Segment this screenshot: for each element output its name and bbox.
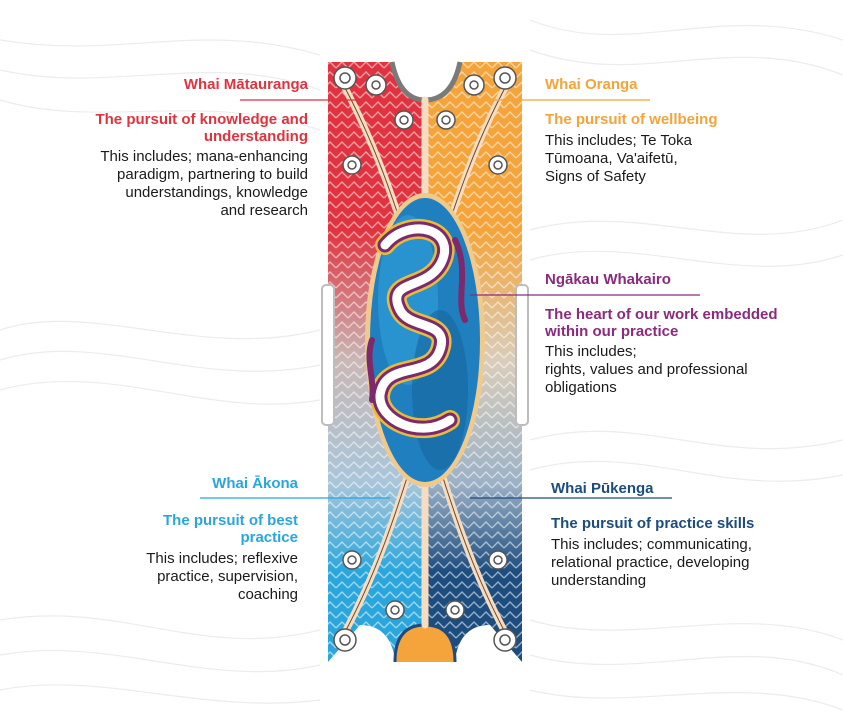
section-title: Whai Mātauranga [30, 76, 308, 93]
section-whai-matauranga: Whai Mātauranga The pursuit of knowledge… [30, 76, 308, 220]
section-ngakau-whakairo: Ngākau Whakairo The heart of our work em… [545, 271, 835, 397]
section-whai-pukenga: Whai Pūkenga The pursuit of practice ski… [551, 480, 836, 590]
section-whai-oranga: Whai Oranga The pursuit of wellbeing Thi… [545, 76, 835, 186]
section-body: This includes; Te Toka Tūmoana, Va'aifet… [545, 132, 835, 186]
section-title: Whai Oranga [545, 76, 835, 93]
section-title: Ngākau Whakairo [545, 271, 835, 288]
section-title: Whai Ākona [70, 475, 298, 492]
section-body: This includes; communicating, relational… [551, 536, 836, 590]
section-body: This includes; mana-enhancing paradigm, … [30, 148, 308, 220]
section-body: This includes; reflexive practice, super… [70, 550, 298, 604]
central-heart-oval [365, 193, 485, 487]
section-subtitle: The pursuit of wellbeing [545, 111, 835, 128]
section-title: Whai Pūkenga [551, 480, 836, 497]
section-subtitle: The pursuit of practice skills [551, 515, 836, 532]
section-body: This includes; rights, values and profes… [545, 343, 835, 397]
